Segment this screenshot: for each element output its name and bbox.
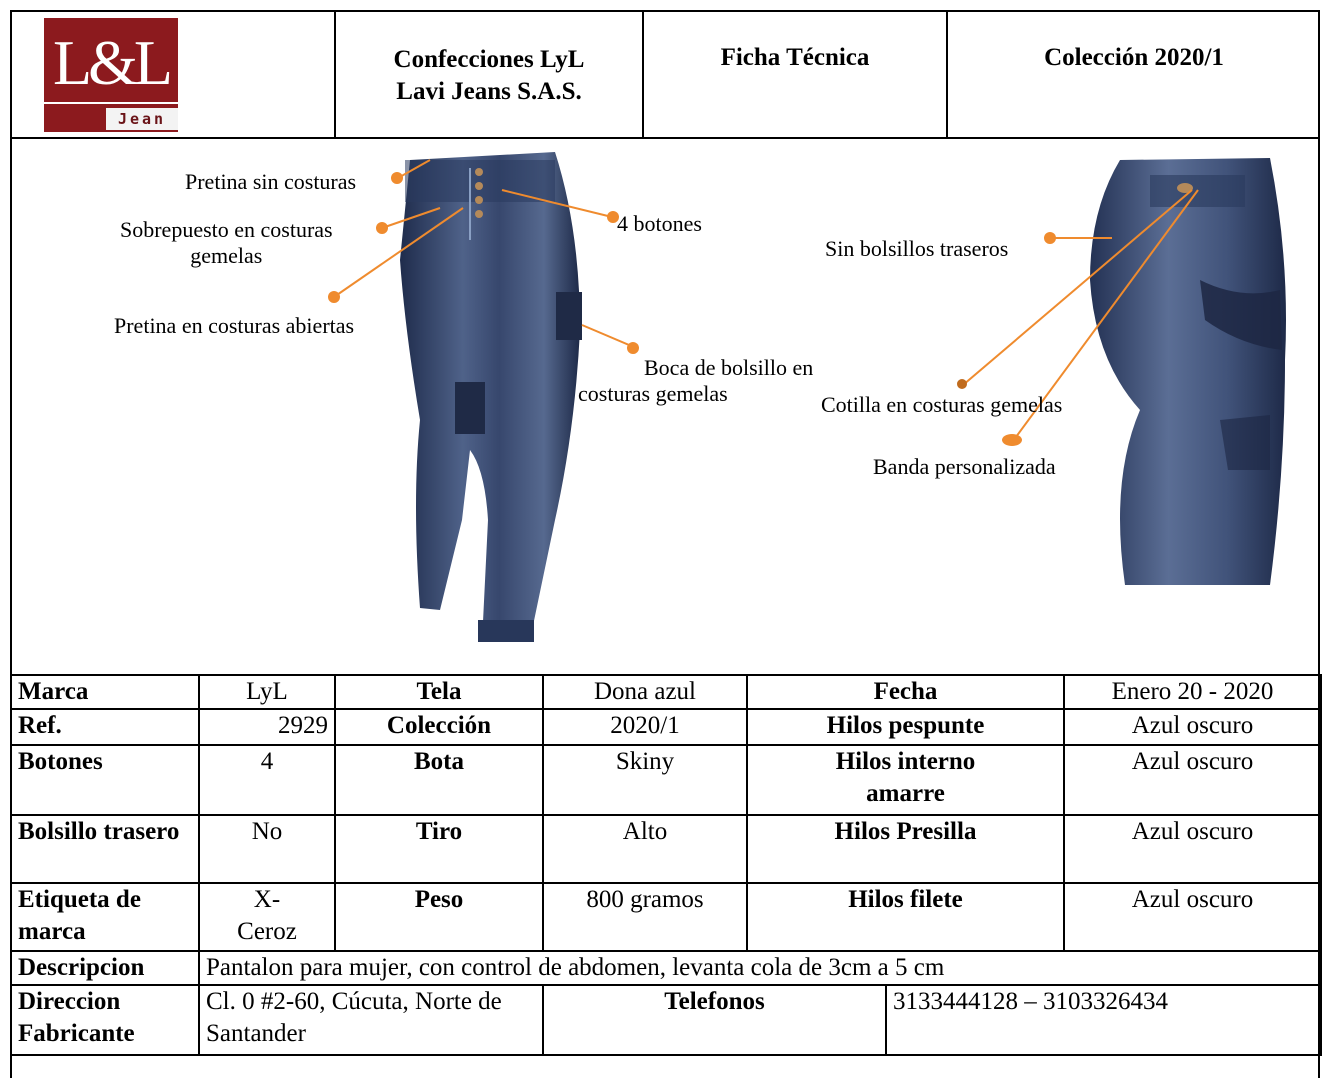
callout-dot-banda [1002,434,1022,446]
bolsillo-label: Bolsillo trasero [10,814,200,884]
botones-value: 4 [198,744,336,816]
table-row: Bolsillo trasero No Tiro Alto Hilos Pres… [10,814,1322,884]
hilos-interno-label: Hilos interno amarre [746,744,1065,816]
callout-dot-botones [607,211,619,223]
company-name-line1: Confecciones LyL [393,46,585,73]
tiro-value: Alto [542,814,748,884]
front-jeans-image [400,152,582,642]
back-jeans-image [1090,158,1286,585]
header-col-divider-1 [334,10,336,138]
label-sin-bolsillos: Sin bolsillos traseros [825,236,1009,261]
tela-label: Tela [334,674,544,710]
etiqueta-label: Etiqueta de marca [10,882,200,952]
company-name-line2: Lavi Jeans S.A.S. [396,78,582,105]
collection-title: Colección 2020/1 [1044,44,1224,71]
table-row: Direccion Fabricante Cl. 0 #2-60, Cúcuta… [10,984,1322,1056]
page-frame [10,10,1320,1078]
hilos-filete-label: Hilos filete [746,882,1065,952]
label-pretina-sin-costuras: Pretina sin costuras [185,169,357,194]
telefonos-label: Telefonos [542,984,887,1056]
telefonos-value: 3133444128 – 3103326434 [885,984,1322,1056]
header-divider [10,137,1320,139]
header-col-divider-2 [642,10,644,138]
callout-dot-sobrepuesto [376,222,388,234]
company-logo: L&L Jean [44,18,178,132]
label-banda: Banda personalizada [873,454,1056,479]
label-boca-line1: Boca de bolsillo en [644,355,814,380]
hilos-filete-value: Azul oscuro [1063,882,1322,952]
hilos-interno-value: Azul oscuro [1063,744,1322,816]
coleccion-value: 2020/1 [542,708,748,746]
logo-subtext: Jean [106,108,178,130]
hilos-pespunte-value: Azul oscuro [1063,708,1322,746]
bolsillo-value: No [198,814,336,884]
hilos-presilla-value: Azul oscuro [1063,814,1322,884]
callout-dot-cotilla [957,379,967,389]
callout-dot-pretina [391,172,403,184]
etiqueta-value: X-Ceroz [198,882,336,952]
fecha-value: Enero 20 - 2020 [1063,674,1322,710]
bota-value: Skiny [542,744,748,816]
label-cuatro-botones: 4 botones [617,211,702,236]
table-row: Marca LyL Tela Dona azul Fecha Enero 20 … [10,674,1322,710]
fecha-label: Fecha [746,674,1065,710]
direccion-value: Cl. 0 #2-60, Cúcuta, Norte de Santander [198,984,544,1056]
callout-dot-sin-bolsillos [1044,232,1056,244]
peso-value: 800 gramos [542,882,748,952]
marca-label: Marca [10,674,200,710]
label-boca-line2: costuras gemelas [578,381,728,406]
document-title: Ficha Técnica [720,44,870,71]
company-name: Confecciones LyL Lavi Jeans S.A.S. [336,44,642,108]
label-pretina-abiertas: Pretina en costuras abiertas [114,313,355,338]
label-sobrepuesto: Sobrepuesto en costuras gemelas [120,217,333,269]
ref-label: Ref. [10,708,200,746]
header-col-divider-3 [946,10,948,138]
logo-rule [44,102,178,104]
callout-dot-boca [627,342,639,354]
marca-value: LyL [198,674,336,710]
table-row: Botones 4 Bota Skiny Hilos interno amarr… [10,744,1322,816]
table-row: Descripcion Pantalon para mujer, con con… [10,950,1322,986]
label-cotilla: Cotilla en costuras gemelas [821,392,1063,417]
product-illustration [333,152,1286,642]
direccion-label: Direccion Fabricante [10,984,200,1056]
spec-table: Marca LyL Tela Dona azul Fecha Enero 20 … [10,674,1322,1056]
callout-dot-pretina-abierta [328,291,340,303]
table-row: Etiqueta de marca X-Ceroz Peso 800 gramo… [10,882,1322,952]
hilos-presilla-label: Hilos Presilla [746,814,1065,884]
botones-label: Botones [10,744,200,816]
peso-label: Peso [334,882,544,952]
ref-value: 2929 [198,708,336,746]
hilos-pespunte-label: Hilos pespunte [746,708,1065,746]
descripcion-label: Descripcion [10,950,200,986]
table-row: Ref. 2929 Colección 2020/1 Hilos pespunt… [10,708,1322,746]
tiro-label: Tiro [334,814,544,884]
callout-lines [333,159,1199,442]
bota-label: Bota [334,744,544,816]
descripcion-value: Pantalon para mujer, con control de abdo… [198,950,1322,986]
tela-value: Dona azul [542,674,748,710]
label-sobrepuesto-line2: gemelas [190,243,263,268]
logo-text: L&L [53,27,173,98]
label-boca-bolsillo: Boca de bolsillo en costuras gemelas [578,355,813,407]
label-sobrepuesto-line1: Sobrepuesto en costuras [120,217,333,242]
coleccion-label: Colección [334,708,544,746]
